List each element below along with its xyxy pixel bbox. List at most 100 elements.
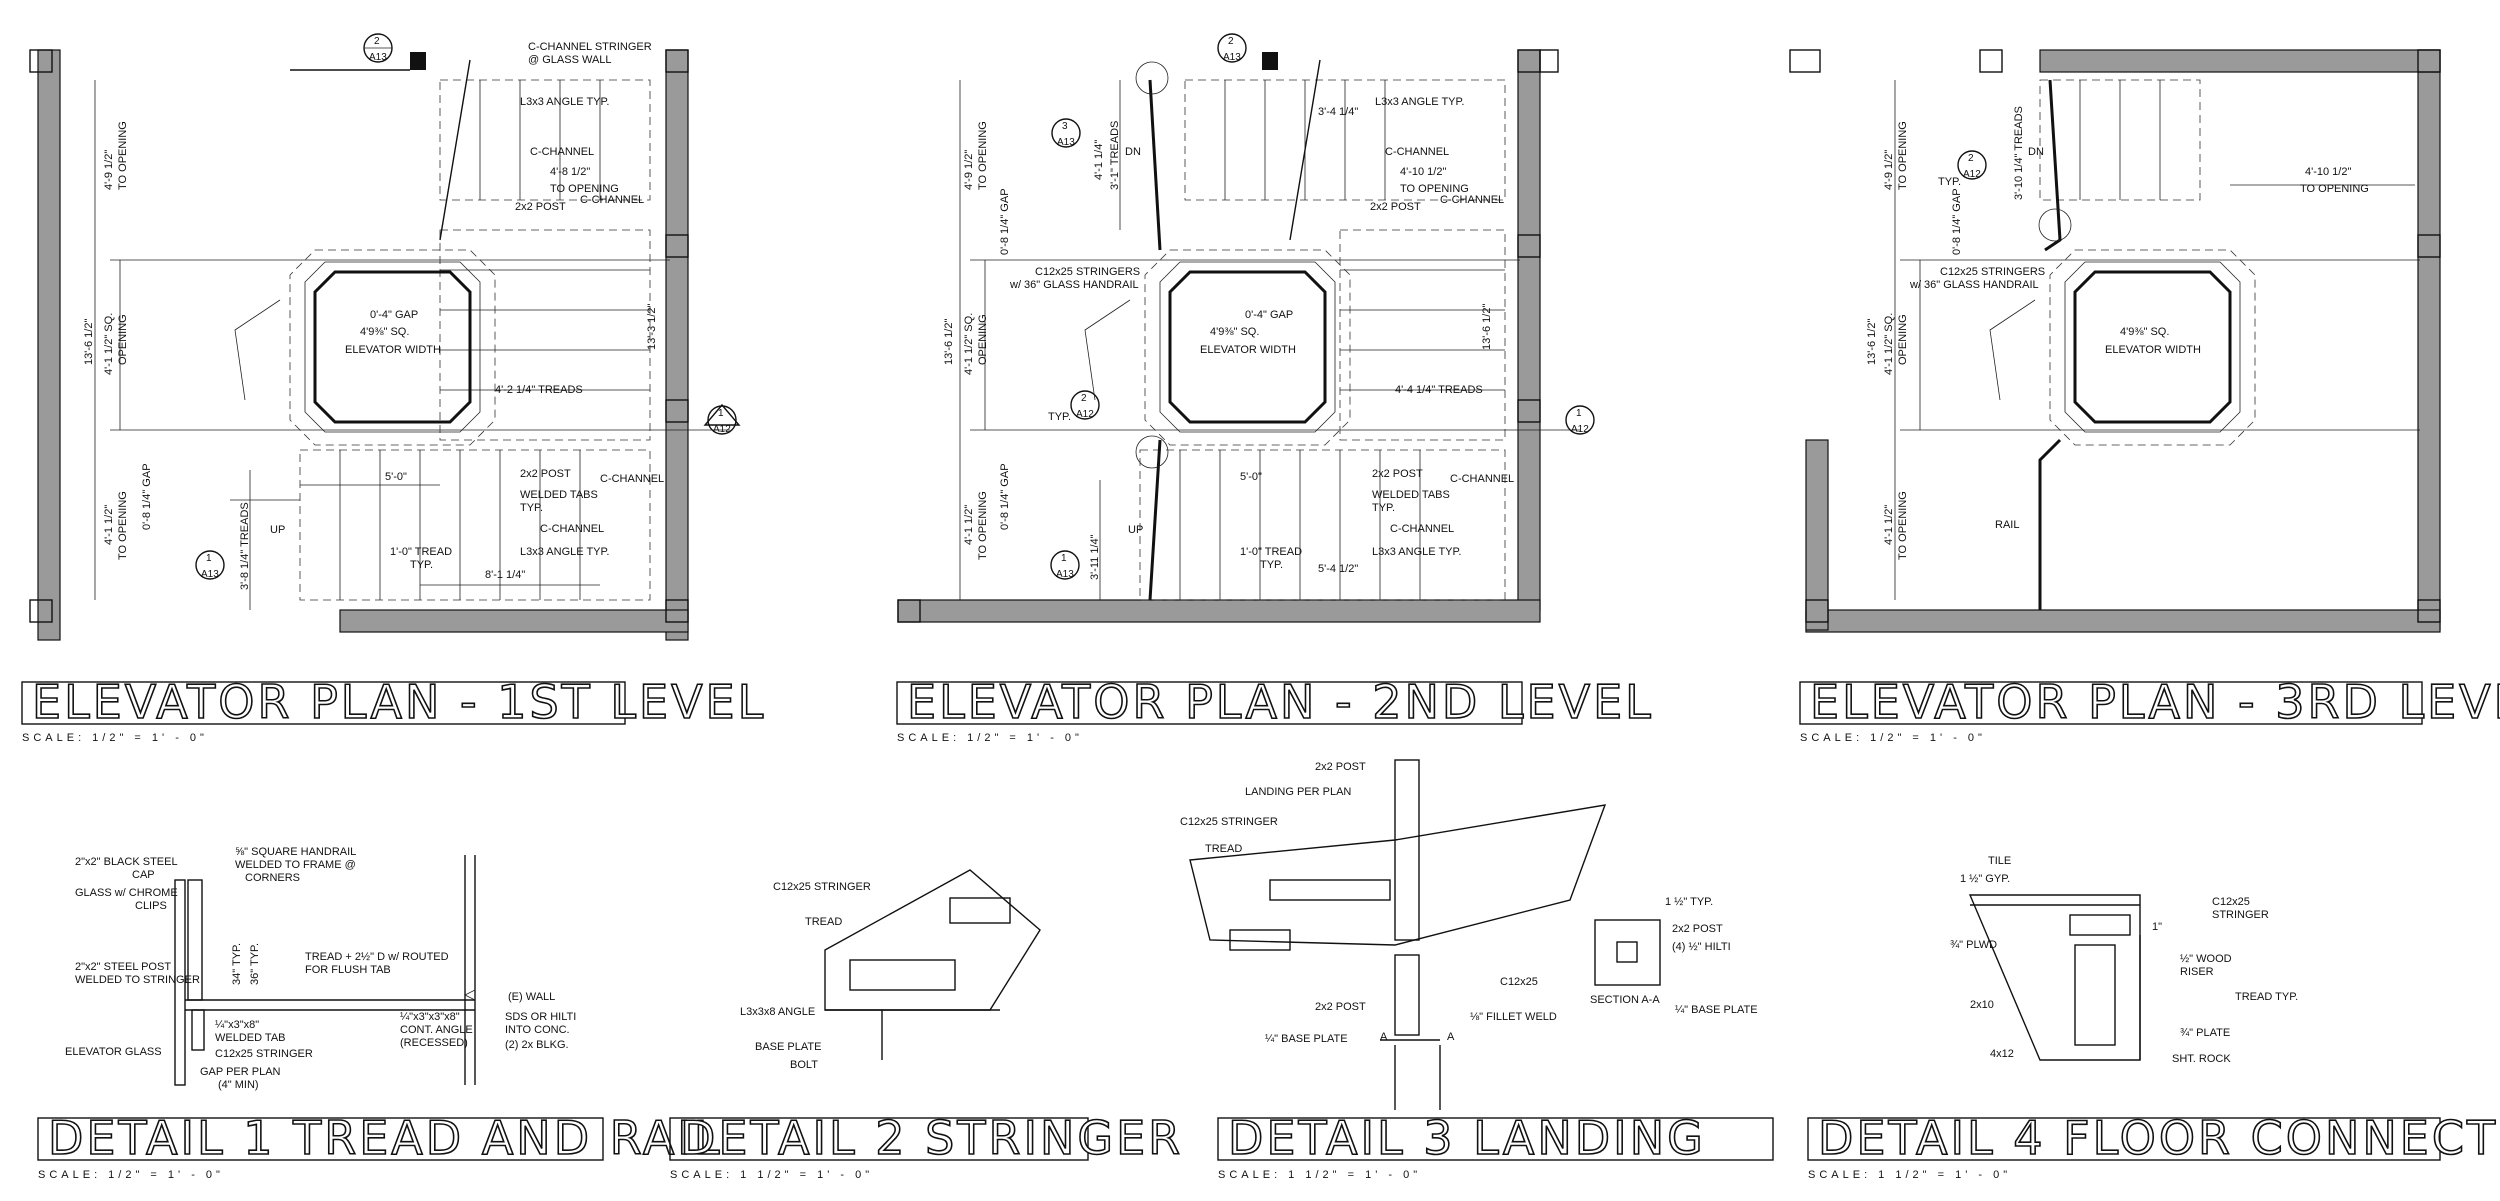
callout: CAP <box>132 869 155 881</box>
section-tag-circle <box>1565 405 1595 435</box>
callout: TO OPENING <box>550 183 619 195</box>
dimension: 0'-8 1/4" GAP <box>999 463 1011 530</box>
plan-title: ELEVATOR PLAN - 1ST LEVEL <box>32 675 766 729</box>
section-plate <box>1594 919 1661 986</box>
wall-left <box>37 49 61 641</box>
callout: C12x25 STRINGER <box>215 1048 313 1060</box>
detail-scale: SCALE: 1 1/2" = 1' - 0" <box>670 1169 873 1181</box>
section-tag-sheet: A13 <box>369 52 387 63</box>
section-tag-number: 2 <box>1081 393 1087 404</box>
stair-right <box>439 229 651 441</box>
title-box <box>1217 1117 1774 1161</box>
detail-3-landing: 2x2 POST LANDING PER PLAN C12x25 STRINGE… <box>1180 759 1774 1181</box>
detail-scale: SCALE: 1/2" = 1' - 0" <box>38 1169 224 1181</box>
callout: 2x2 POST <box>1372 468 1423 480</box>
callout: WELDED TO FRAME @ <box>235 859 356 871</box>
stringer <box>2069 914 2131 936</box>
callout: ¼"x3"x8" <box>215 1019 259 1031</box>
callout: L3x3 ANGLE TYP. <box>1375 96 1464 108</box>
callout: ¼"x3"x3"x8" <box>400 1011 460 1023</box>
callout: C12x25 STRINGER <box>1180 816 1278 828</box>
column-marker <box>2417 234 2441 258</box>
callout: C-CHANNEL <box>1390 523 1454 535</box>
callout: 2x10 <box>1970 999 1994 1011</box>
section-tag-number: 1 <box>206 553 212 564</box>
column-marker <box>1805 599 1829 623</box>
callout: C12x25 <box>1500 976 1538 988</box>
column-marker <box>665 399 689 423</box>
plan-3rd-level: 2 A12 DN TYP. 4'-10 1/2" TO OPENING C12x… <box>1789 49 2500 744</box>
section-tag-number: 2 <box>1228 36 1234 47</box>
callout: 1 ½" GYP. <box>1960 873 2010 885</box>
callout: 2x2 POST <box>1315 1001 1366 1013</box>
dimension: 0'-8 1/4" GAP <box>141 463 153 530</box>
callout: ¾" PLATE <box>2180 1027 2230 1039</box>
section-tag-circle <box>1050 550 1080 580</box>
plan-scale: SCALE: 1/2" = 1' - 0" <box>1800 732 1986 744</box>
callout: L3x3 ANGLE TYP. <box>520 96 609 108</box>
detail-circle <box>1135 61 1169 95</box>
title-box <box>896 681 1523 725</box>
callout: w/ 36" GLASS HANDRAIL <box>1009 279 1139 291</box>
post <box>1394 759 1420 941</box>
callout: 2"x2" STEEL POST <box>75 961 171 973</box>
callout: C12x25 <box>2212 896 2250 908</box>
callout: SHT. ROCK <box>2172 1053 2231 1065</box>
callout: ½" WOOD <box>2180 953 2232 965</box>
column-marker <box>1517 399 1541 423</box>
callout: GLASS w/ CHROME <box>75 887 178 899</box>
callout: SDS OR HILTI <box>505 1011 576 1023</box>
callout: 2"x2" BLACK STEEL <box>75 856 178 868</box>
detail-scale: SCALE: 1 1/2" = 1' - 0" <box>1808 1169 2011 1181</box>
callout: C12x25 STRINGERS <box>1035 266 1140 278</box>
section-label: SECTION A-A <box>1590 994 1660 1006</box>
callout: 2x2 POST <box>520 468 571 480</box>
callout: w/ 36" GLASS HANDRAIL <box>1909 279 2039 291</box>
callout: C12x25 STRINGERS <box>1940 266 2045 278</box>
callout: TREAD TYP. <box>2235 991 2298 1003</box>
callout: TREAD + 2½" D w/ ROUTED <box>305 951 449 963</box>
stair-upper <box>439 79 651 201</box>
callout: 2x2 POST <box>1370 201 1421 213</box>
elevator-size: 4'9⅜" SQ. <box>360 326 409 338</box>
dimension: 3'-4 1/4" <box>1318 106 1358 118</box>
detail-circle <box>2038 208 2072 242</box>
section-tag-sheet: A12 <box>1076 409 1094 420</box>
callout: C-CHANNEL <box>600 473 664 485</box>
dimension: 5'-4 1/2" <box>1318 563 1358 575</box>
column-marker <box>1539 49 1559 73</box>
post-marker <box>410 52 426 70</box>
callout: CONT. ANGLE <box>400 1024 473 1036</box>
column-marker <box>897 599 921 623</box>
callout: TILE <box>1988 855 2011 867</box>
callout: RISER <box>2180 966 2214 978</box>
detail-2-stringer: C12x25 STRINGER TREAD L3x3x8 ANGLE BASE … <box>669 869 1181 1181</box>
callout: (E) WALL <box>508 991 555 1003</box>
tread <box>849 959 956 991</box>
wall-top <box>2039 49 2441 73</box>
plan-title: ELEVATOR PLAN - 2ND LEVEL <box>907 675 1654 729</box>
callout: FOR FLUSH TAB <box>305 964 391 976</box>
column-marker <box>2417 599 2441 623</box>
dimension: TO OPENING <box>117 491 129 560</box>
dimension: 4'-1 1/4" <box>1093 140 1105 180</box>
callout: C-CHANNEL <box>1440 194 1504 206</box>
callout: C-CHANNEL <box>1450 473 1514 485</box>
handrail-line <box>1989 299 2036 401</box>
section-tag-sheet: A12 <box>1571 424 1589 435</box>
section-tag-sheet: A13 <box>1223 52 1241 63</box>
stringer <box>191 1009 205 1051</box>
post <box>1394 954 1420 1036</box>
dimension: 4'-1 1/2" <box>1883 505 1895 545</box>
stair-lower <box>299 449 651 601</box>
detail-title: DETAIL 3 LANDING <box>1228 1111 1706 1165</box>
callout: C-CHANNEL <box>580 194 644 206</box>
section-mark: A <box>1380 1031 1388 1043</box>
tread <box>949 897 1011 924</box>
elevator-size: 4'9⅜" SQ. <box>2120 326 2169 338</box>
wall-bottom <box>339 609 689 633</box>
stair-direction: UP <box>270 524 285 536</box>
callout: 2x2 POST <box>1315 761 1366 773</box>
title-box <box>21 681 626 725</box>
callout: TREAD <box>1205 843 1242 855</box>
